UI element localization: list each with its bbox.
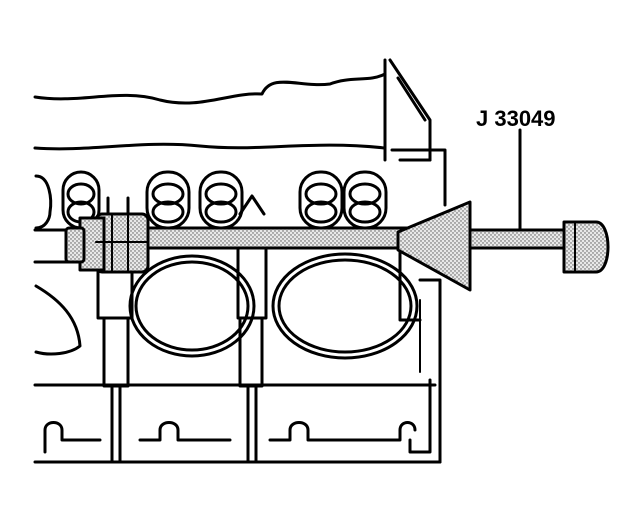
lifter-bore bbox=[145, 170, 191, 230]
tool-shaft bbox=[136, 226, 410, 250]
bearing-tool-j33049 bbox=[64, 200, 610, 292]
engine-block bbox=[33, 58, 447, 464]
tool-callout: J 33049 bbox=[476, 106, 556, 232]
lifter-bore bbox=[342, 170, 388, 230]
tool-label: J 33049 bbox=[476, 106, 556, 131]
tool-handle-knob bbox=[562, 220, 610, 274]
lifter-bore bbox=[198, 170, 244, 230]
tool-expander-collet bbox=[64, 212, 150, 274]
lifter-bore bbox=[34, 174, 53, 230]
tool-rod bbox=[468, 228, 568, 250]
tool-cone bbox=[396, 200, 472, 292]
main-bores bbox=[34, 252, 419, 360]
lifter-bore bbox=[298, 170, 344, 230]
